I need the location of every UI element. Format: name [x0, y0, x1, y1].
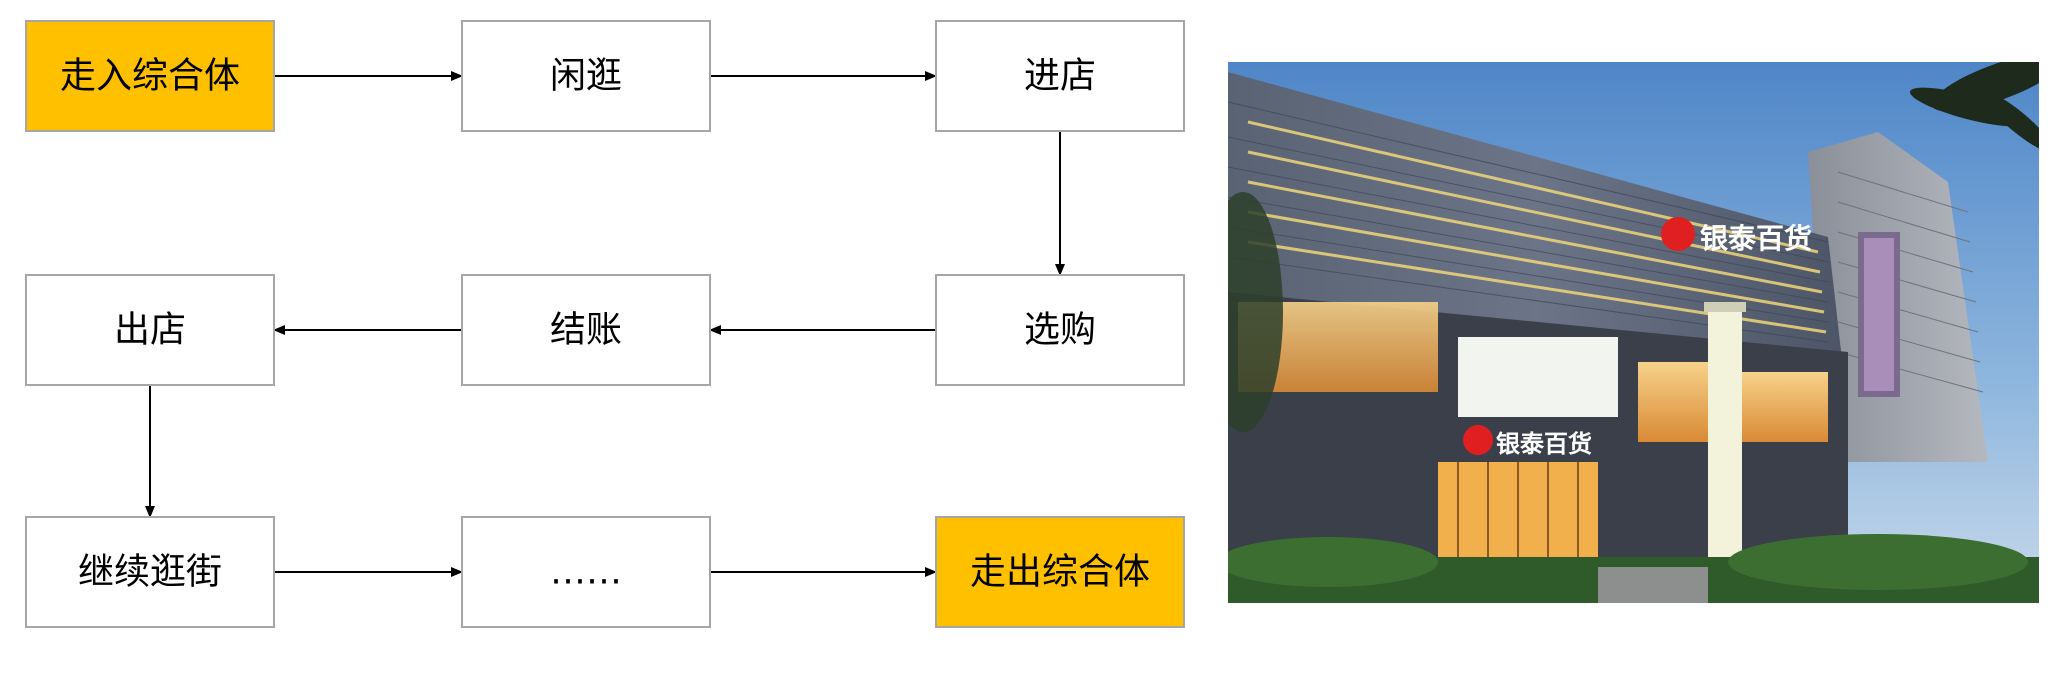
- node-label: 走入综合体: [60, 56, 240, 97]
- node-n4: 选购: [935, 274, 1185, 386]
- node-n2: 闲逛: [461, 20, 711, 132]
- node-label: 结账: [550, 310, 622, 351]
- node-box: [25, 516, 275, 628]
- node-n6: 出店: [25, 274, 275, 386]
- node-n3: 进店: [935, 20, 1185, 132]
- node-n7: 继续逛街: [25, 516, 275, 628]
- node-box: [461, 516, 711, 628]
- node-label: 出店: [114, 310, 186, 351]
- node-box: [25, 20, 275, 132]
- node-label: 进店: [1024, 56, 1096, 97]
- node-n9: 走出综合体: [935, 516, 1185, 628]
- edges: [145, 71, 1065, 577]
- node-box: [935, 516, 1185, 628]
- node-label: 闲逛: [550, 56, 622, 97]
- node-label: 走出综合体: [970, 552, 1150, 593]
- node-n5: 结账: [461, 274, 711, 386]
- mall-storefront-photo: 银泰百货 银泰百货: [1228, 62, 2039, 603]
- mall-sign-upper: 银泰百货: [1700, 222, 1812, 255]
- node-box: [461, 274, 711, 386]
- mall-sign-lower: 银泰百货: [1496, 430, 1592, 458]
- node-box: [461, 20, 711, 132]
- node-n1: 走入综合体: [25, 20, 275, 132]
- node-box: [25, 274, 275, 386]
- node-label: 选购: [1024, 310, 1096, 351]
- node-n8: ……: [461, 516, 711, 628]
- node-box: [935, 274, 1185, 386]
- node-box: [935, 20, 1185, 132]
- node-label: 继续逛街: [78, 552, 222, 593]
- node-label: ……: [550, 552, 622, 593]
